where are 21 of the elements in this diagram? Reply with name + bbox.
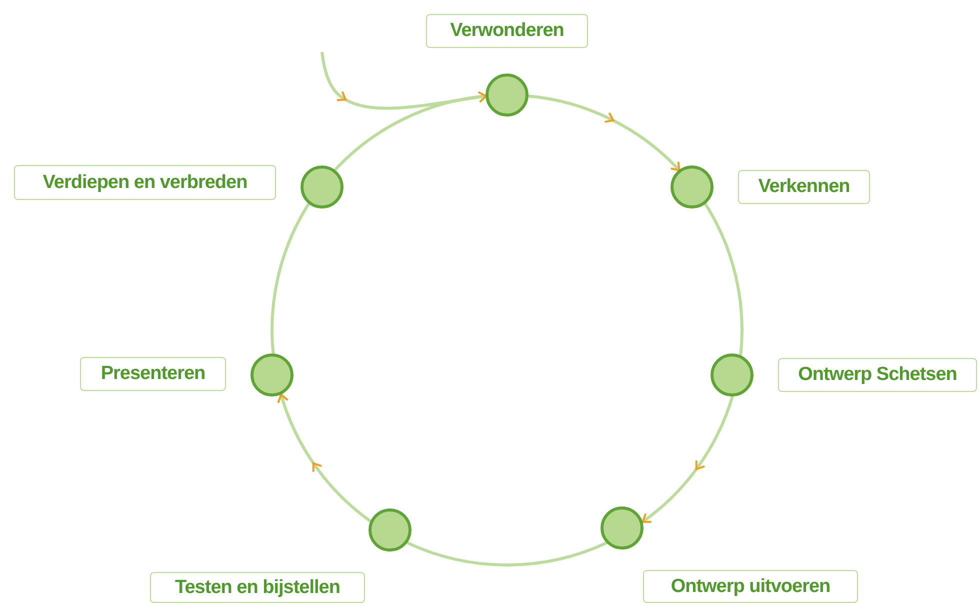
step-circle — [670, 166, 714, 208]
arrow — [526, 94, 682, 172]
connector-line — [405, 540, 608, 566]
step-label: Presenteren — [80, 357, 226, 391]
arrow — [320, 52, 488, 110]
step-circle — [600, 506, 644, 550]
step-circle — [710, 354, 754, 396]
step-label: Ontwerp Schetsen — [778, 358, 977, 392]
arrow — [277, 393, 372, 524]
step-label: Ontwerp uitvoeren — [643, 570, 858, 603]
step-circle — [486, 74, 528, 116]
connector-line — [703, 202, 744, 356]
step-label: Verwonderen — [426, 14, 588, 48]
step-label: Verdiepen en verbreden — [14, 165, 276, 200]
step-label: Verkennen — [738, 170, 870, 204]
arrow — [640, 395, 734, 524]
step-circle — [368, 508, 412, 552]
step-circle — [250, 354, 294, 396]
step-circle — [300, 166, 344, 208]
connector-line — [270, 202, 311, 354]
step-label: Testen en bijstellen — [150, 572, 365, 603]
